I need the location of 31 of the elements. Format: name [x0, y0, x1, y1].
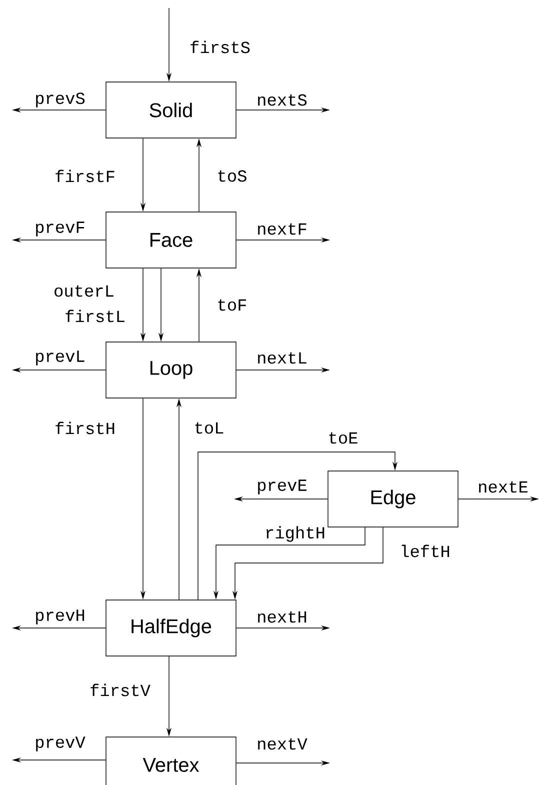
edge-label: prevE — [258, 480, 307, 494]
edge-label: firstS — [190, 40, 250, 54]
edge-label: outerL — [54, 285, 114, 297]
edge-label: firstH — [56, 422, 114, 434]
arrow — [198, 452, 398, 600]
edge-label: nextF — [258, 223, 306, 235]
class-box: Vertex — [106, 736, 236, 785]
edge-label: leftH — [402, 544, 450, 558]
class-box: Edge — [328, 470, 458, 528]
edge-label: prevS — [36, 92, 85, 108]
class-box: Loop — [106, 342, 236, 398]
edge-label: prevV — [36, 736, 86, 752]
edge-label: rightH — [266, 526, 324, 542]
edge-label: nextH — [258, 611, 306, 623]
edge-label: nextL — [258, 352, 306, 364]
class-box: Face — [106, 212, 236, 268]
edge-label: toF — [218, 299, 246, 311]
edge-label: firstV — [90, 684, 150, 696]
edge-label: nextE — [479, 481, 528, 493]
edge-label: firstF — [56, 170, 114, 182]
class-box: HalfEdge — [106, 600, 236, 656]
edge-label: prevH — [36, 610, 84, 624]
edge-label: nextV — [258, 738, 308, 750]
edge-label: toS — [218, 170, 246, 182]
edge-label: nextS — [258, 94, 307, 106]
edge-label: prevL — [36, 350, 84, 366]
edge-label: toE — [329, 432, 358, 444]
class-box: Solid — [106, 82, 236, 138]
edge-label: prevF — [36, 222, 84, 236]
edge-label: firstL — [66, 310, 124, 322]
edge-label: toL — [195, 422, 224, 434]
